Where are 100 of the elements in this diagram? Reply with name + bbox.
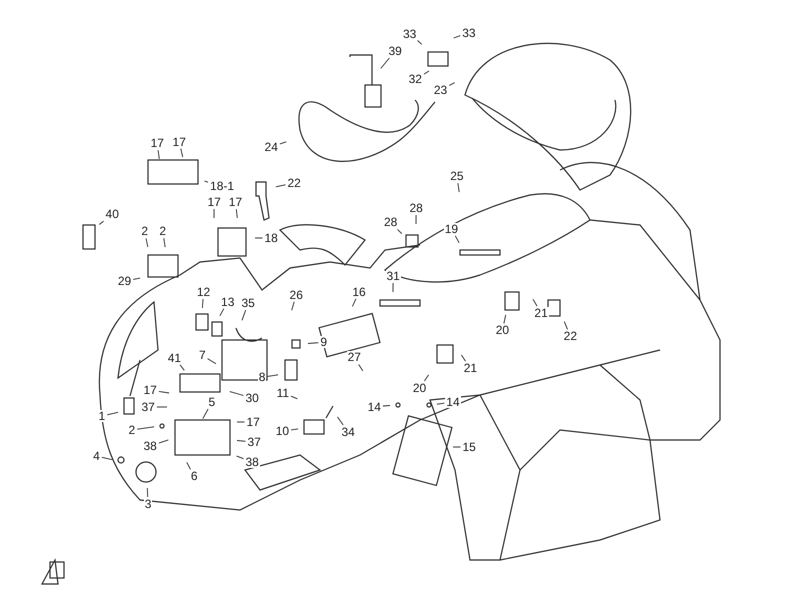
callout-number: 21 xyxy=(462,362,478,374)
callout-number: 38 xyxy=(244,456,260,468)
leader-line xyxy=(163,238,166,248)
callout-number: 25 xyxy=(449,170,465,182)
callout-number: 18 xyxy=(264,232,279,244)
callout-number: 24 xyxy=(264,140,279,153)
leader-line xyxy=(180,364,185,371)
callout-number: 31 xyxy=(386,270,401,282)
callout-number: 13 xyxy=(220,296,236,308)
leader-line xyxy=(352,298,356,307)
callout-number: 16 xyxy=(351,286,367,298)
leader-line xyxy=(436,402,445,405)
callout-number: 28 xyxy=(382,216,398,228)
leader-line xyxy=(146,488,148,498)
callout-number: 2 xyxy=(140,225,150,238)
callout-number: 37 xyxy=(140,401,156,413)
leader-line xyxy=(146,238,148,248)
leader-line xyxy=(158,390,170,394)
callout-number: 41 xyxy=(166,352,182,364)
callout-number: 20 xyxy=(412,382,428,394)
leader-line xyxy=(417,40,422,45)
callout-number: 4 xyxy=(92,450,101,462)
callout-number: 2 xyxy=(158,225,168,238)
leader-line xyxy=(180,148,184,158)
callout-number: 17 xyxy=(142,384,158,396)
callout-number: 39 xyxy=(388,45,403,57)
leader-line xyxy=(214,208,215,218)
callout-number: 9 xyxy=(319,336,328,348)
leader-line xyxy=(204,180,208,183)
callout-number: 10 xyxy=(274,425,290,438)
leader-line xyxy=(207,358,216,364)
callout-number: 30 xyxy=(244,392,260,404)
callout-number: 14 xyxy=(445,396,461,408)
leader-line xyxy=(266,374,279,377)
callout-number: 22 xyxy=(286,177,302,189)
leader-line xyxy=(424,374,430,382)
leader-line xyxy=(106,412,119,416)
callout-number: 14 xyxy=(366,400,382,413)
leader-line xyxy=(202,408,209,420)
callout-number: 38 xyxy=(142,440,158,452)
leader-line xyxy=(448,82,456,86)
leader-line xyxy=(337,416,344,426)
callout-number: 26 xyxy=(288,288,304,301)
callout-number: 34 xyxy=(340,426,356,438)
leader-line xyxy=(291,301,295,311)
leader-line xyxy=(503,314,506,324)
leader-line xyxy=(392,282,394,292)
callout-number: 17 xyxy=(246,416,261,428)
leader-line xyxy=(236,456,244,460)
leader-line xyxy=(453,35,461,38)
leader-line xyxy=(236,208,238,218)
leader-line xyxy=(424,70,430,75)
callout-number: 1 xyxy=(98,410,106,422)
leader-line xyxy=(308,342,319,344)
leader-line xyxy=(158,150,160,160)
leader-line xyxy=(380,58,390,69)
leader-line xyxy=(454,235,460,244)
leader-line xyxy=(242,310,246,321)
callout-number: 33 xyxy=(461,26,477,39)
callout-number: 17 xyxy=(150,137,165,150)
callout-number: 2 xyxy=(128,424,136,436)
callout-number: 22 xyxy=(562,330,578,342)
callout-number: 32 xyxy=(408,73,423,86)
callout-number: 15 xyxy=(462,441,477,453)
leader-line xyxy=(275,184,286,188)
callout-number: 27 xyxy=(346,351,362,364)
callout-number: 8 xyxy=(258,371,266,384)
leader-line xyxy=(452,446,461,448)
callout-number: 40 xyxy=(104,208,120,220)
callout-number: 20 xyxy=(494,324,510,336)
callout-number: 3 xyxy=(144,498,152,510)
leader-line xyxy=(156,406,168,408)
leader-line xyxy=(186,462,191,470)
callout-number: 17 xyxy=(206,196,222,208)
callout-number: 33 xyxy=(402,28,418,40)
callout-number: 7 xyxy=(198,349,207,362)
leader-line xyxy=(457,182,460,193)
callout-number: 6 xyxy=(190,470,199,482)
leader-line xyxy=(290,428,299,430)
callout-number: 28 xyxy=(408,202,424,214)
leader-line xyxy=(358,364,364,372)
leader-line xyxy=(202,298,204,308)
leader-line xyxy=(279,141,287,144)
leader-line xyxy=(136,426,155,430)
leader-line xyxy=(219,308,224,316)
leader-line xyxy=(290,396,298,400)
leader-line xyxy=(460,354,466,362)
leader-line xyxy=(229,391,244,396)
callout-number: 11 xyxy=(276,386,290,399)
callout-number: 29 xyxy=(116,275,132,288)
leader-line xyxy=(158,439,169,444)
leader-line xyxy=(132,278,141,280)
callout-number: 17 xyxy=(228,196,244,208)
callout-number: 17 xyxy=(172,136,187,148)
leader-line xyxy=(382,405,390,406)
callout-number: 19 xyxy=(444,222,460,235)
callout-number: 18-1 xyxy=(209,180,236,192)
callout-number: 35 xyxy=(240,297,256,309)
leader-line xyxy=(236,440,246,442)
callout-number: 37 xyxy=(246,436,262,448)
